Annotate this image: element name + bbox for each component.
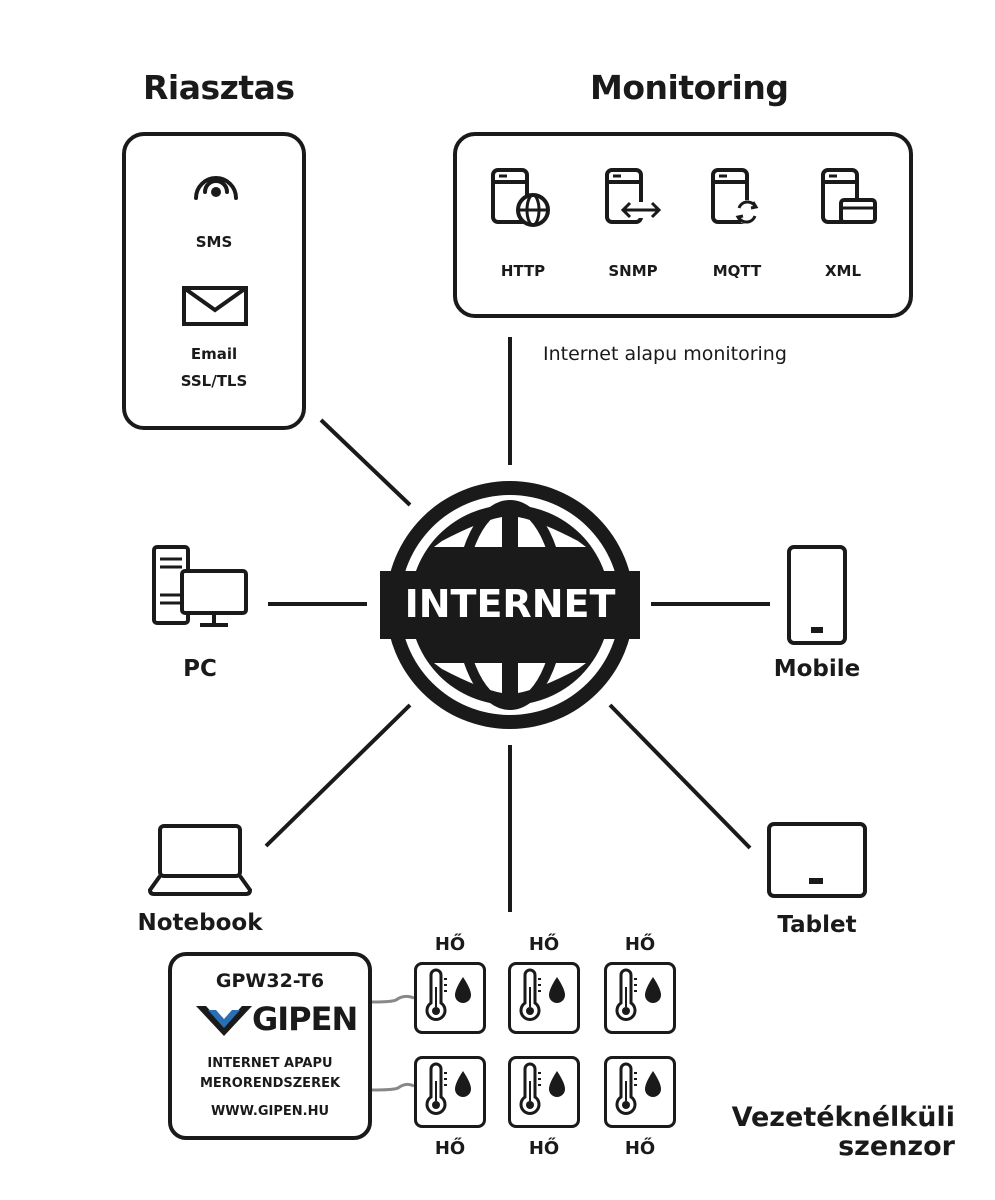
email-label: Email [190, 345, 238, 363]
sensor-label: HŐ [434, 934, 466, 955]
snmp-server-icon [605, 168, 662, 224]
alarm-title: Riasztas [143, 68, 295, 107]
internet-globe-icon [380, 481, 640, 729]
monitoring-panel: HTTP SNMP MQTT XML [453, 132, 913, 318]
sensor-box [508, 1056, 580, 1128]
sensor-label: HŐ [624, 1138, 656, 1159]
alarm-panel: SMS Email SSL/TLS [122, 132, 306, 430]
sensor-caption-line2: szenzor [838, 1131, 955, 1162]
mobile-icon [787, 545, 847, 645]
sms-label: SMS [195, 233, 233, 251]
sensor-label: HŐ [528, 934, 560, 955]
http-server-icon [491, 168, 550, 227]
line-notebook [264, 703, 412, 848]
protocol-http: HTTP [500, 262, 546, 280]
line-alarm [319, 418, 412, 507]
xml-server-icon [821, 168, 877, 224]
sensor-wires [371, 994, 415, 1092]
mqtt-server-icon [711, 168, 759, 224]
mobile-label: Mobile [773, 656, 861, 682]
gateway-model: GPW32-T6 [215, 970, 325, 992]
notebook-icon [147, 824, 253, 896]
monitoring-title: Monitoring [590, 68, 789, 107]
protocol-xml: XML [824, 262, 862, 280]
notebook-label: Notebook [137, 910, 263, 936]
tablet-icon [767, 822, 867, 898]
thermometer-drop-icon [519, 1062, 565, 1115]
sensor-label: HŐ [624, 934, 656, 955]
email-ssl-label: SSL/TLS [180, 372, 248, 390]
internet-label: INTERNET [404, 582, 616, 626]
gateway-line2: MERORENDSZEREK [199, 1076, 341, 1091]
gateway-line1: INTERNET APAPU [207, 1056, 333, 1071]
monitoring-caption: Internet alapu monitoring [543, 343, 787, 365]
envelope-icon [182, 286, 248, 326]
gipen-logo-icon [196, 1006, 252, 1036]
sensor-label: HŐ [434, 1138, 466, 1159]
sensor-box [414, 1056, 486, 1128]
sensor-caption-line1: Vezetéknélküli [731, 1102, 955, 1133]
thermometer-drop-icon [425, 1062, 471, 1115]
gateway-panel: GPW32-T6 GIPEN INTERNET APAPU MERORENDSZ… [168, 952, 372, 1140]
broadcast-icon [194, 176, 238, 200]
line-tablet [608, 703, 752, 850]
sensor-box [604, 1056, 676, 1128]
gateway-url: WWW.GIPEN.HU [210, 1104, 330, 1119]
tablet-label: Tablet [777, 912, 857, 938]
sensor-box [414, 962, 486, 1034]
protocol-snmp: SNMP [608, 262, 658, 280]
thermometer-drop-icon [519, 968, 565, 1021]
thermometer-drop-icon [425, 968, 471, 1021]
protocol-mqtt: MQTT [712, 262, 762, 280]
pc-label: PC [183, 656, 217, 682]
thermometer-drop-icon [615, 1062, 661, 1115]
thermometer-drop-icon [615, 968, 661, 1021]
gateway-brand: GIPEN [252, 1000, 358, 1038]
sensor-label: HŐ [528, 1138, 560, 1159]
pc-icon [152, 545, 248, 627]
sensor-box [508, 962, 580, 1034]
sensor-box [604, 962, 676, 1034]
